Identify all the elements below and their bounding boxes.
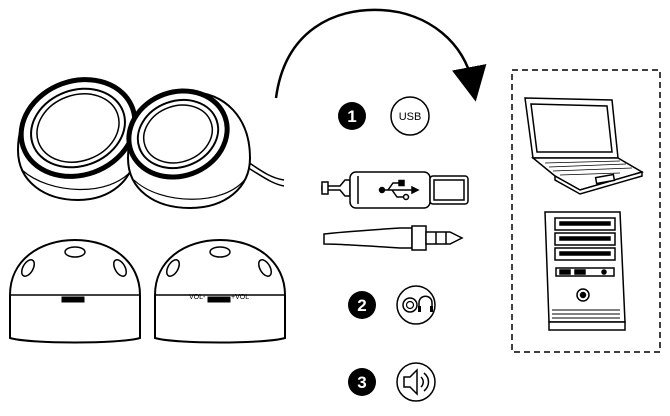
vol-plus-label: +VOL xyxy=(231,294,249,301)
svg-text:2: 2 xyxy=(357,296,366,315)
speaker-pair-front xyxy=(16,77,285,210)
step-2-badge xyxy=(348,291,376,319)
computer-targets-box xyxy=(511,69,661,353)
svg-text:1: 1 xyxy=(347,107,356,126)
step-3: 3 xyxy=(348,362,436,402)
usb-label: USB xyxy=(399,111,422,123)
right-speaker-back xyxy=(154,238,286,344)
step-1: 1 USB xyxy=(338,96,430,136)
connection-arrow xyxy=(274,8,487,102)
usb-plug-icon xyxy=(321,171,469,209)
step-1-badge xyxy=(338,102,366,130)
laptop-icon xyxy=(524,97,644,195)
step-3-badge xyxy=(348,368,376,396)
svg-text:3: 3 xyxy=(357,373,366,392)
speaker-pair-back xyxy=(9,238,286,344)
usb-icon xyxy=(390,96,430,136)
audio-jack-plug-icon xyxy=(323,225,464,251)
desktop-tower-icon xyxy=(544,211,626,331)
step-2: 2 xyxy=(348,285,436,325)
vol-minus-label: VOL- xyxy=(189,294,206,301)
left-speaker-back xyxy=(9,238,141,344)
right-speaker xyxy=(126,88,252,210)
left-speaker xyxy=(16,77,138,202)
